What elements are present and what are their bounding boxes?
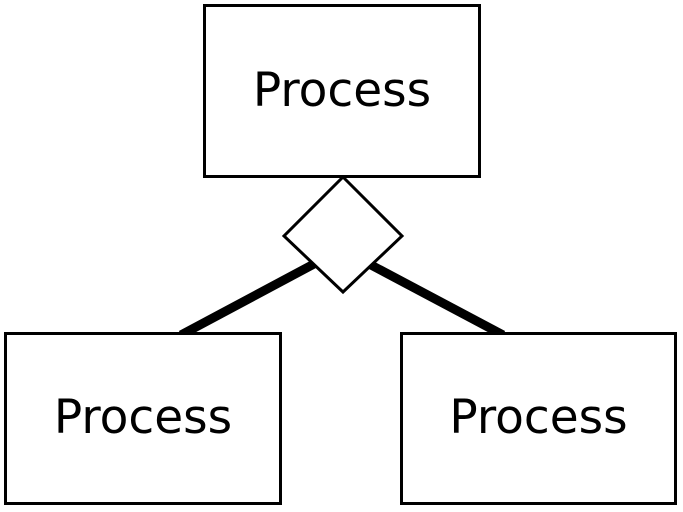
edge-to-right-child (353, 253, 506, 339)
node-process-child-left: Process (4, 332, 282, 505)
aggregation-diamond-icon (281, 174, 405, 295)
node-process-child-right: Process (400, 332, 677, 505)
edge-to-left-child (178, 253, 330, 339)
node-label: Process (53, 390, 233, 446)
node-label: Process (252, 62, 432, 118)
node-label: Process (449, 390, 628, 446)
node-process-parent: Process (203, 4, 481, 178)
